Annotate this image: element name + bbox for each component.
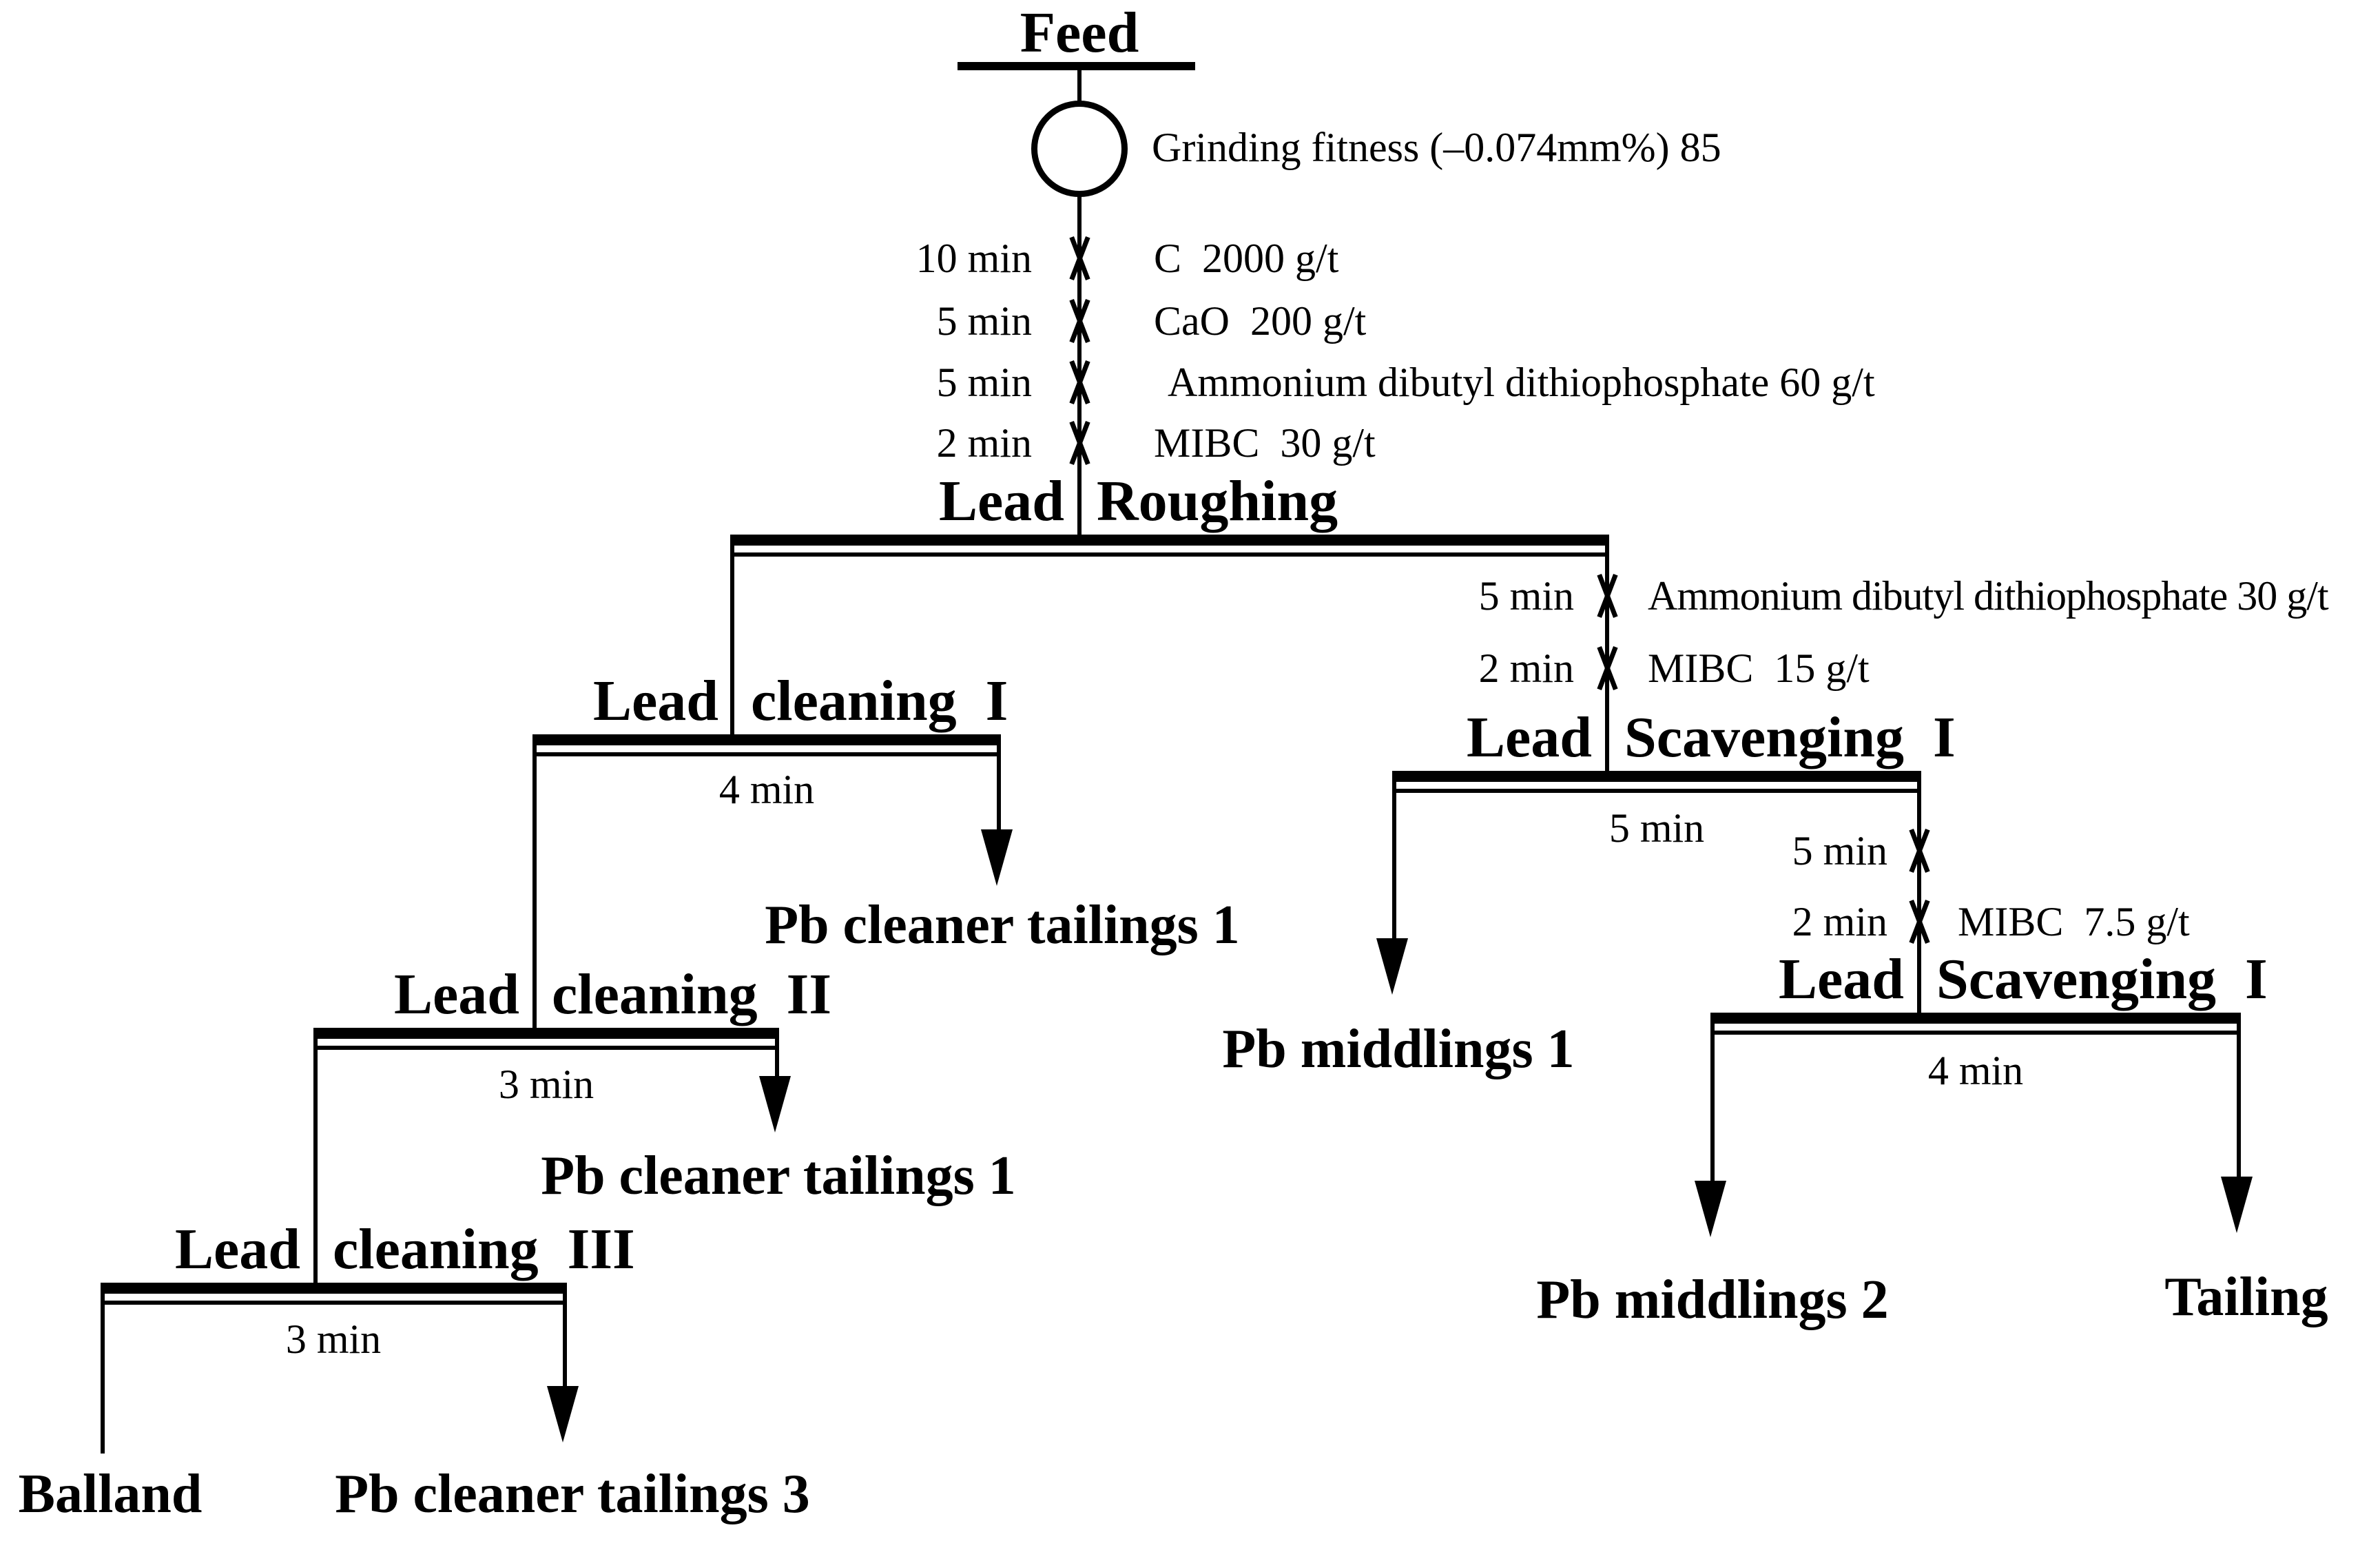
reagent-addition-x-icon bbox=[1591, 573, 1624, 619]
reagent-label: C 2000 g/t bbox=[1154, 236, 1339, 281]
conditioning-time-label: 2 min bbox=[1478, 645, 1574, 691]
roughing-cell-underline bbox=[732, 552, 1609, 557]
cleaning3-title-left: Lead bbox=[174, 1217, 300, 1281]
reagent-addition-x-icon bbox=[1591, 645, 1624, 691]
scavenging2-cell-bar bbox=[1712, 1013, 2239, 1024]
cleaning2-cell-bar bbox=[315, 1028, 777, 1039]
scavenging1-cell-bar bbox=[1394, 771, 1919, 782]
conditioning-time-label: 5 min bbox=[936, 298, 1032, 344]
feed-underline bbox=[958, 62, 1195, 70]
scavenging1-time-label: 5 min bbox=[1608, 805, 1705, 851]
cleaning1-concentrate-line bbox=[532, 734, 537, 1028]
grinding-mill-circle bbox=[1031, 101, 1128, 197]
reagent-label: Ammonium dibutyl dithiophosphate 60 g/t bbox=[1168, 360, 1875, 405]
cleaning2-title-left: Lead bbox=[393, 962, 519, 1026]
grinding-note: Grinding fitness (–0.074mm%) 85 bbox=[1152, 125, 1721, 170]
reagent-label: MIBC 15 g/t bbox=[1648, 645, 1870, 691]
mill-to-roughing-line bbox=[1077, 194, 1082, 536]
scavenging1-cell-underline bbox=[1394, 789, 1919, 793]
reagent-label: Ammonium dibutyl dithiophosphate 30 g/t bbox=[1648, 573, 2329, 619]
conditioning-time-label: 5 min bbox=[1792, 828, 1887, 873]
roughing-title-left: Lead bbox=[938, 469, 1064, 533]
scavenging1-froth-line bbox=[1392, 771, 1396, 940]
scavenging2-froth-line bbox=[1710, 1013, 1715, 1182]
roughing-title-right: Roughing bbox=[1097, 469, 1338, 533]
product-label-tailing: Tailing bbox=[2164, 1267, 2328, 1327]
product-label-cleaner-tailings-3: Pb cleaner tailings 3 bbox=[335, 1464, 810, 1524]
cleaning2-time-label: 3 min bbox=[498, 1062, 594, 1107]
reagent-addition-x-icon bbox=[1063, 236, 1096, 281]
reagent-addition-x-icon bbox=[1063, 420, 1096, 466]
cleaning1-cell-bar bbox=[535, 734, 999, 745]
cleaning2-concentrate-line bbox=[313, 1028, 318, 1283]
cleaning3-concentrate-line bbox=[101, 1283, 105, 1454]
scavenging1-tailings-line bbox=[1917, 771, 1921, 1013]
reagent-label: MIBC 7.5 g/t bbox=[1958, 899, 2190, 944]
scavenging2-cell-underline bbox=[1712, 1031, 2239, 1035]
roughing-concentrate-line bbox=[730, 535, 734, 734]
product-label-middlings-1: Pb middlings 1 bbox=[1222, 1019, 1575, 1079]
cleaning1-title-right: cleaning I bbox=[751, 669, 1008, 733]
reagent-addition-x-icon bbox=[1063, 360, 1096, 405]
cleaning1-cell-underline bbox=[535, 752, 999, 756]
conditioning-time-label: 2 min bbox=[936, 420, 1032, 466]
scavenging1-title-right: Scavenging I bbox=[1624, 705, 1956, 769]
cleaning2-title-right: cleaning II bbox=[552, 962, 832, 1026]
conditioning-time-label: 5 min bbox=[1478, 573, 1574, 619]
cleaning2-cell-underline bbox=[315, 1046, 777, 1050]
cleaning3-cell-underline bbox=[103, 1301, 565, 1305]
feed-title: Feed bbox=[1020, 1, 1139, 65]
product-label-cleaner-tailings-2: Pb cleaner tailings 1 bbox=[541, 1146, 1016, 1206]
cleaning1-tailings-line bbox=[997, 734, 1001, 832]
flow-arrowhead-icon bbox=[1376, 938, 1408, 995]
cleaning3-cell-bar bbox=[103, 1283, 565, 1294]
reagent-label: CaO 200 g/t bbox=[1154, 298, 1367, 344]
flow-arrowhead-icon bbox=[981, 829, 1013, 886]
reagent-addition-x-icon bbox=[1903, 828, 1936, 873]
conditioning-time-label: 2 min bbox=[1792, 899, 1887, 944]
cleaning3-time-label: 3 min bbox=[285, 1316, 382, 1362]
reagent-addition-x-icon bbox=[1063, 298, 1096, 344]
cleaning3-title-right: cleaning III bbox=[333, 1217, 635, 1281]
product-label-concentrate: Balland bbox=[18, 1464, 203, 1524]
cleaning2-tailings-line bbox=[775, 1028, 779, 1079]
feed-to-mill-line bbox=[1077, 69, 1082, 102]
roughing-cell-bar bbox=[732, 535, 1609, 546]
flow-arrowhead-icon bbox=[759, 1076, 791, 1133]
scavenging2-tailings-line bbox=[2237, 1013, 2241, 1178]
flow-arrowhead-icon bbox=[547, 1386, 579, 1442]
cleaning3-tailings-line bbox=[563, 1283, 567, 1387]
reagent-label: MIBC 30 g/t bbox=[1154, 420, 1376, 466]
conditioning-time-label: 5 min bbox=[936, 360, 1032, 405]
scavenging2-title-left: Lead bbox=[1778, 947, 1904, 1011]
scavenging2-title-right: Scavenging I bbox=[1936, 947, 2268, 1011]
scavenging2-time-label: 4 min bbox=[1927, 1048, 2024, 1093]
product-label-middlings-2: Pb middlings 2 bbox=[1536, 1270, 1889, 1330]
flow-arrowhead-icon bbox=[1695, 1181, 1726, 1237]
conditioning-time-label: 10 min bbox=[915, 236, 1032, 281]
cleaning1-time-label: 4 min bbox=[718, 767, 815, 812]
cleaning1-title-left: Lead bbox=[592, 669, 718, 733]
flow-arrowhead-icon bbox=[2221, 1177, 2253, 1233]
scavenging1-title-left: Lead bbox=[1466, 705, 1592, 769]
roughing-tailings-line bbox=[1605, 535, 1609, 771]
product-label-cleaner-tailings-1: Pb cleaner tailings 1 bbox=[765, 895, 1240, 955]
reagent-addition-x-icon bbox=[1903, 899, 1936, 944]
